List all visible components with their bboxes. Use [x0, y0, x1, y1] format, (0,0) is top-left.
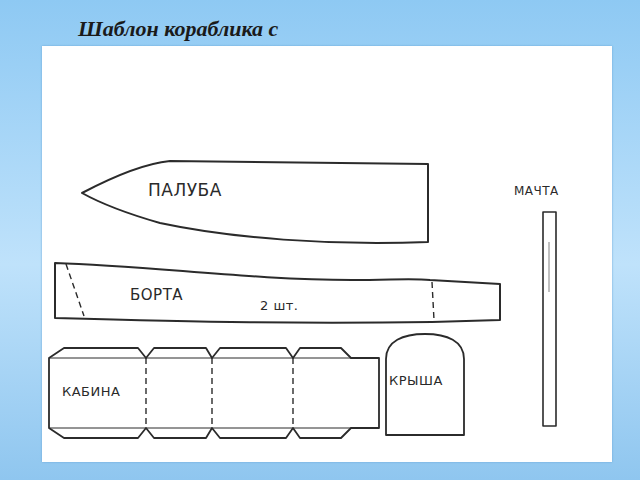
part-label: МАЧТА	[514, 184, 559, 198]
page-title: Шаблон кораблика с	[78, 16, 278, 42]
part-label: БОРТА	[130, 286, 183, 304]
template-outline	[80, 158, 432, 248]
template-outline	[512, 182, 566, 430]
mast-template: МАЧТА	[512, 182, 566, 430]
cut-line	[386, 334, 464, 435]
fold-line	[146, 358, 293, 428]
sides-template: БОРТА 2 шт.	[52, 258, 504, 328]
fold-line	[432, 282, 434, 320]
cut-line	[49, 358, 351, 428]
fold-line	[66, 264, 84, 316]
cabin-template: КАБИНА	[46, 346, 382, 441]
template-outline	[52, 258, 504, 328]
part-label: 2 шт.	[260, 298, 299, 313]
cut-line	[55, 263, 500, 323]
part-label: КРЫША	[389, 373, 443, 388]
part-label: КАБИНА	[62, 384, 120, 399]
cut-line	[543, 212, 556, 426]
cut-line	[549, 242, 550, 292]
deck-template: ПАЛУБА	[80, 158, 432, 248]
cut-line	[49, 348, 379, 438]
cut-line	[82, 161, 428, 243]
part-label: ПАЛУБА	[148, 180, 222, 200]
white-panel	[42, 46, 612, 462]
roof-template: КРЫША	[383, 331, 467, 437]
